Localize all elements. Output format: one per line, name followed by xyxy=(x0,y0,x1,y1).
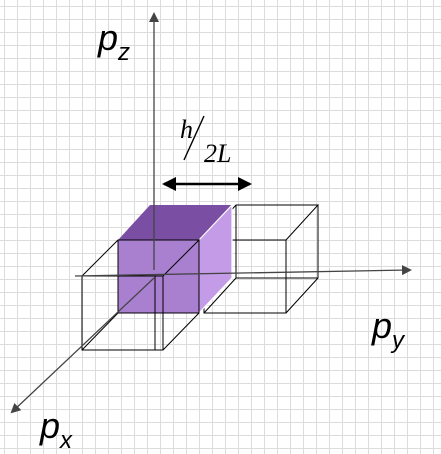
py-axis xyxy=(74,265,412,277)
cube-top-face xyxy=(118,205,232,240)
spacing-numerator: h xyxy=(180,115,193,144)
fraction-slash xyxy=(183,115,205,161)
front-cell-cube xyxy=(81,239,201,351)
spacing-denominator: 2L xyxy=(204,139,231,168)
py-label: py xyxy=(371,305,406,354)
px-axis xyxy=(10,277,155,414)
pz-label: pz xyxy=(97,17,130,66)
px-label: px xyxy=(39,405,73,454)
occupied-cell-cube xyxy=(118,203,233,314)
